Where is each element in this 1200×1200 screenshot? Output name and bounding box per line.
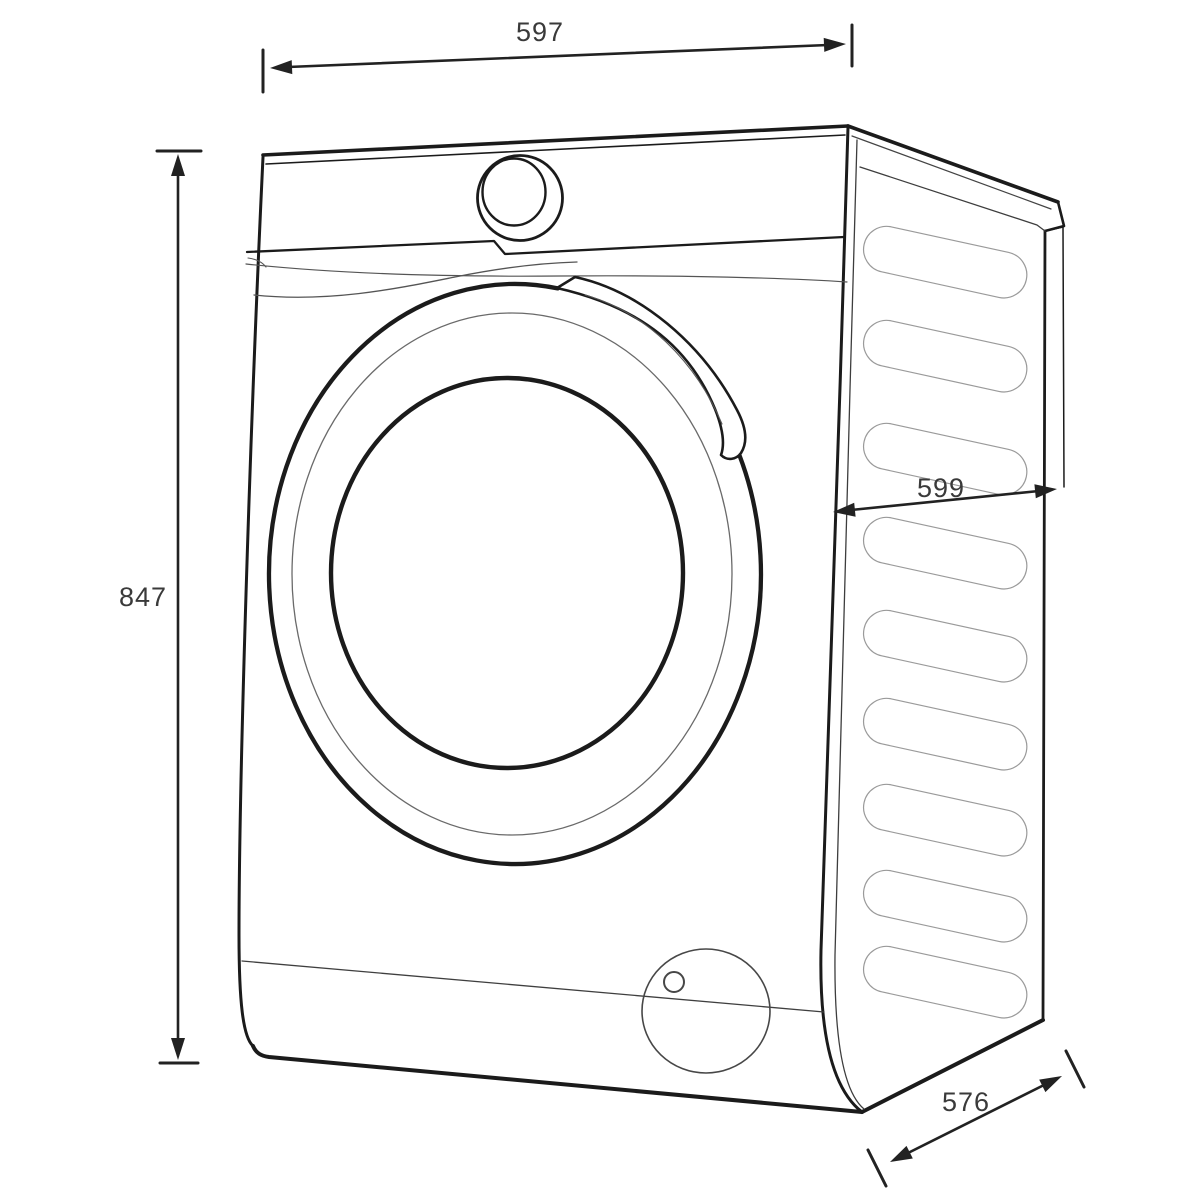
dimension-width-label: 597 xyxy=(516,17,564,47)
dimension-depth-upper-label: 599 xyxy=(917,473,965,503)
washing-machine-drawing xyxy=(237,124,1066,1114)
arrowhead-right-icon xyxy=(1034,484,1057,499)
dimension-width: 597 xyxy=(261,17,854,94)
kick-panel xyxy=(241,948,825,1074)
dimension-depth-lower-label: 576 xyxy=(942,1087,990,1117)
door-outer-ring xyxy=(266,281,764,867)
control-panel xyxy=(245,235,848,298)
top-panel xyxy=(261,124,1066,233)
door-handle-inner-line xyxy=(584,294,723,425)
arrowhead-left-icon xyxy=(890,1145,913,1162)
control-knob-icon xyxy=(476,154,564,242)
door-mid-ring xyxy=(291,312,733,836)
door-glass-ring xyxy=(328,375,686,771)
arrowhead-left-icon xyxy=(833,502,856,517)
dimension-height: 847 xyxy=(119,149,203,1065)
arrowhead-left-icon xyxy=(270,60,293,75)
dimension-depth-lower: 576 xyxy=(866,1049,1086,1188)
door-handle xyxy=(555,275,747,461)
arrowhead-down-icon xyxy=(171,1038,185,1060)
dimension-annotations: 597 847 599 576 xyxy=(119,17,1086,1188)
vent-slots xyxy=(862,225,1028,1019)
dimension-height-label: 847 xyxy=(119,582,167,612)
arrowhead-up-icon xyxy=(171,154,185,176)
dimension-depth-upper: 599 xyxy=(833,473,1057,517)
arrowhead-right-icon xyxy=(1039,1076,1062,1093)
cabinet-outline xyxy=(237,125,1065,1114)
arrowhead-right-icon xyxy=(823,37,846,52)
drain-hole xyxy=(663,971,685,993)
door xyxy=(266,275,764,867)
service-hatch xyxy=(641,948,771,1074)
